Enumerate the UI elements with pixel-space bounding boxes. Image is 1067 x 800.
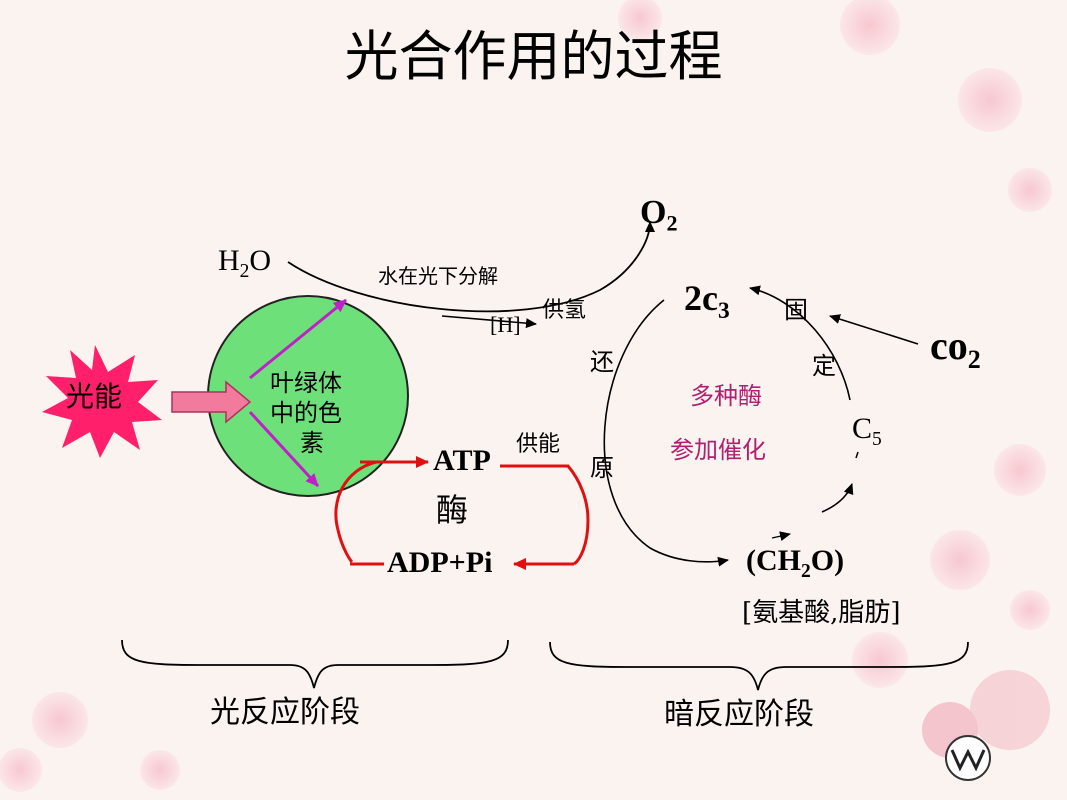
c5-tick (855, 451, 859, 459)
product-arrow-mark (771, 531, 791, 542)
photolysis-label: 水在光下分解 (378, 264, 498, 288)
light-energy-label: 光能 (66, 380, 123, 413)
regeneration-curve (821, 483, 854, 513)
light-burst (42, 345, 162, 458)
light-stage-brace (121, 639, 509, 689)
carbohydrate-label: (CH2O) (746, 544, 845, 582)
chloroplast-line-2: 中的色 (270, 399, 342, 427)
atp-adp-cycle-left (334, 460, 377, 564)
dark-stage-label: 暗反应阶段 (664, 697, 814, 732)
supply-hydrogen-label: 供氢 (542, 298, 587, 323)
photolysis-curve (287, 221, 655, 313)
dark-stage-brace (549, 641, 969, 691)
atp-label: ATP (433, 444, 491, 477)
logo (945, 735, 991, 781)
c3-label: 2c3 (684, 278, 730, 325)
fixation-curve (749, 285, 851, 401)
co2-arrow (829, 314, 919, 345)
reduction-label-2: 原 (590, 454, 614, 482)
chloroplast-pigment-label: 叶绿体 中的色 素 (270, 368, 342, 458)
reduction-curve (603, 299, 729, 567)
enzyme-label: 酶 (436, 491, 469, 529)
enzymes-label-2: 参加催化 (670, 436, 766, 464)
chloroplast-line-3: 素 (300, 429, 324, 457)
chloroplast-line-1: 叶绿体 (270, 369, 342, 397)
supply-energy-label: 供能 (516, 432, 561, 457)
atp-adp-cycle-right (500, 464, 590, 566)
fixation-label-1: 固 (784, 296, 808, 324)
oxygen-label: O2 (640, 194, 678, 236)
water-label: H2O (218, 244, 272, 282)
enzymes-label-1: 多种酶 (690, 382, 762, 410)
c5-label: C5 (852, 412, 882, 450)
light-arrow (171, 380, 252, 424)
adp-label: ADP+Pi (387, 546, 493, 579)
hydrogen-arrow (441, 315, 537, 329)
co2-label: co2 (930, 323, 981, 375)
fixation-label-2: 定 (812, 352, 836, 380)
reduction-label-1: 还 (590, 348, 614, 376)
magenta-arrow-down (248, 410, 320, 488)
page-title: 光合作用的过程 (344, 25, 723, 88)
decorative-blossoms (0, 0, 1052, 792)
hydrogen-label: [H] (490, 312, 521, 337)
light-stage-label: 光反应阶段 (210, 695, 360, 730)
magenta-arrow-up (249, 298, 347, 380)
other-products-label: [氨基酸,脂肪] (742, 598, 901, 628)
